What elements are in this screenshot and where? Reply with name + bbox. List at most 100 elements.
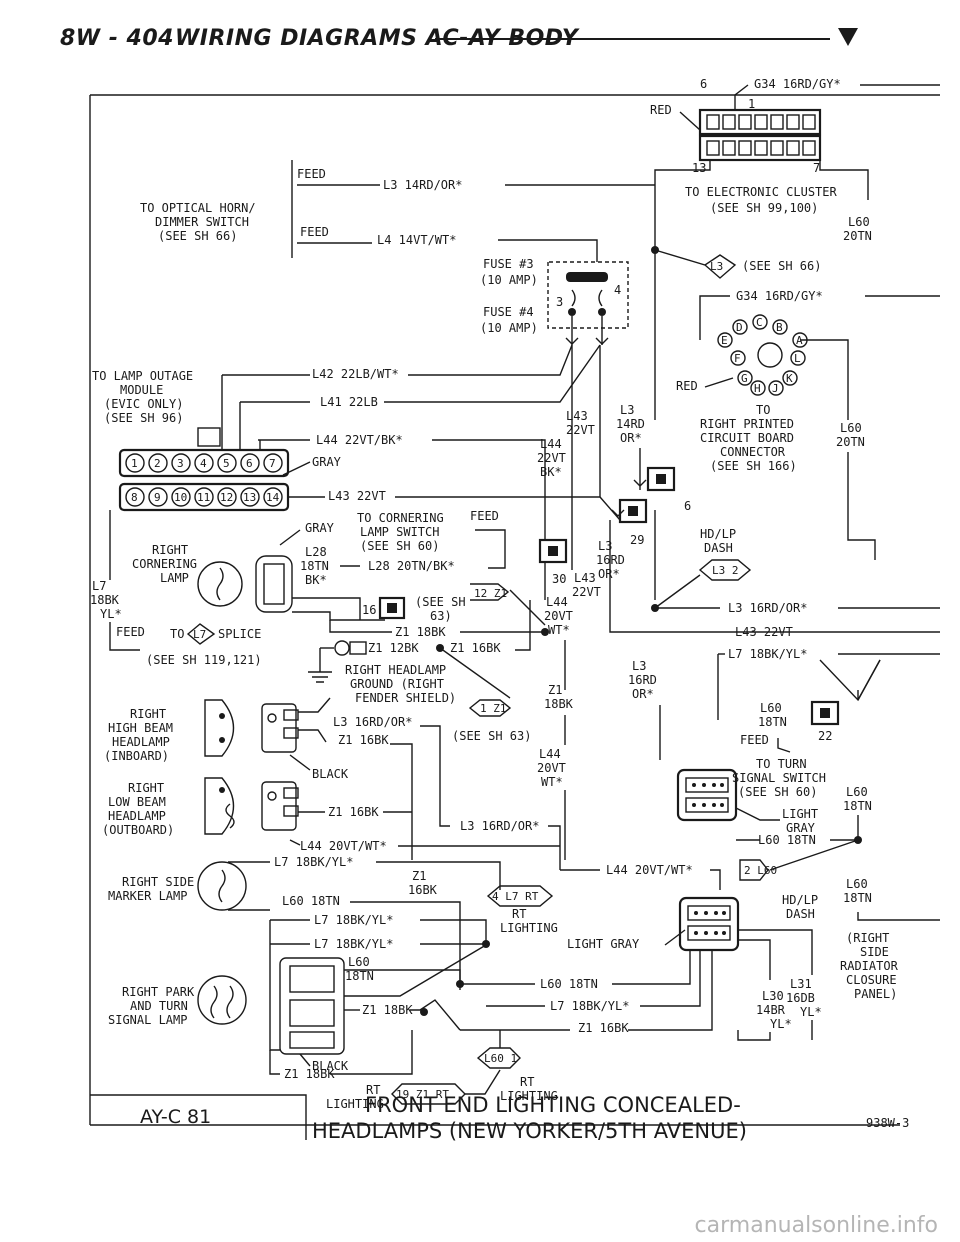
wire-label: L7 18BK/YL* — [728, 647, 807, 661]
label: TO ELECTRONIC CLUSTER — [685, 185, 837, 199]
wire-label: L3 14RD/OR* — [383, 178, 462, 192]
svg-text:BK*: BK* — [540, 465, 562, 479]
callout-label: 12 Z1 — [474, 587, 507, 600]
label: MODULE — [120, 383, 163, 397]
wire — [777, 738, 791, 753]
wire-label: LIGHT — [782, 807, 818, 821]
pin-label: 3 — [556, 295, 563, 309]
svg-text:B: B — [776, 321, 783, 334]
wire-label: Z1 16BK — [328, 805, 379, 819]
wire-label: L3 16RD/OR* — [728, 601, 807, 615]
callout-shape — [468, 699, 512, 717]
wire — [109, 510, 111, 540]
wire-label: 18BK — [90, 593, 120, 607]
wire-label: L44 20VT/WT* — [606, 863, 693, 877]
svg-text:22VT: 22VT — [566, 423, 595, 437]
ground-section: Z1 12BK Z1 16BK RIGHT HEADLAMP GROUND (R… — [308, 600, 661, 860]
callout-shape — [739, 859, 769, 881]
wire — [330, 1030, 413, 1075]
wire — [344, 969, 461, 984]
svg-text:F: F — [734, 352, 741, 365]
turn-signal-section: L60 18TN 22 FEED TO TURN SIGNAL SWITCH (… — [676, 659, 881, 847]
wire — [509, 589, 546, 626]
wire-label: L60 18TN — [282, 894, 340, 908]
svg-text:L60: L60 — [348, 955, 370, 969]
wire — [384, 344, 601, 403]
svg-text:YL*: YL* — [800, 1005, 822, 1019]
svg-text:Z1: Z1 — [412, 869, 426, 883]
svg-text:14: 14 — [266, 491, 280, 504]
wire-label: G34 16RD/GY* — [736, 289, 823, 303]
wire-label: L7 — [92, 579, 106, 593]
svg-text:18TN: 18TN — [758, 715, 787, 729]
label: (SEE SH 66) — [742, 259, 821, 273]
lamp-outage-module: TO LAMP OUTAGE MODULE (EVIC ONLY) (SEE S… — [92, 344, 621, 540]
l3-callout: L3 (SEE SH 66) — [651, 246, 821, 420]
svg-text:LIGHTING: LIGHTING — [326, 1097, 384, 1111]
page-number: 8W - 404 — [60, 26, 174, 51]
svg-text:L43: L43 — [574, 571, 596, 585]
label: RIGHT PRINTED — [700, 417, 794, 431]
wire — [109, 540, 140, 651]
connector-body — [255, 555, 293, 613]
label: 63) — [430, 609, 452, 623]
label: RADIATOR — [840, 959, 899, 973]
svg-text:L60: L60 — [760, 701, 782, 715]
lamp-filament — [216, 567, 224, 601]
svg-text:RT: RT — [512, 907, 526, 921]
pin-label: 16 — [362, 603, 376, 617]
svg-text:H: H — [754, 382, 761, 395]
svg-text:OR*: OR* — [632, 687, 654, 701]
svg-text:20VT: 20VT — [544, 609, 573, 623]
label: TO LAMP OUTAGE — [92, 369, 193, 383]
cluster-connector: 6 G34 16RD/GY* 1 RED 13 7 TO ELECTRONIC … — [650, 77, 940, 250]
wire — [560, 869, 721, 890]
wire — [460, 950, 713, 1031]
diagram-title-line1: FRONT END LIGHTING CONCEALED- — [365, 1093, 741, 1117]
svg-text:10: 10 — [174, 491, 187, 504]
wire — [664, 929, 686, 946]
wire — [269, 920, 280, 1051]
wire — [640, 950, 701, 1007]
svg-text:12: 12 — [220, 491, 233, 504]
wire-label: L43 22VT — [328, 489, 386, 503]
wire-label: L60 — [840, 421, 862, 435]
svg-text:18BK: 18BK — [544, 697, 574, 711]
label: GROUND (RIGHT — [350, 677, 444, 691]
svg-text:3: 3 — [177, 457, 184, 470]
connector-icon — [618, 498, 648, 524]
connector-body — [698, 134, 822, 162]
pin-label: 30 — [552, 572, 566, 586]
wire-label: FEED — [740, 733, 769, 747]
wire — [857, 659, 881, 840]
wire-label: Z1 18BK — [362, 1003, 413, 1017]
wire-label: BLACK — [312, 1059, 349, 1073]
wire-label: Z1 18BK — [284, 1067, 335, 1081]
lamp-icon — [197, 975, 247, 1025]
frame-line — [89, 95, 900, 1140]
wire — [289, 754, 311, 771]
callout-shape — [654, 249, 737, 279]
wire-label: LIGHT GRAY — [567, 937, 640, 951]
wire — [292, 597, 385, 621]
wire-label: L7 18BK/YL* — [314, 937, 393, 951]
label: SIDE — [860, 945, 889, 959]
center-right-labels: L3 16RD OR* HD/LP DASH L3 2 L43 22VT L44… — [544, 510, 940, 720]
svg-text:L3: L3 — [632, 659, 646, 673]
wire-label: L3 16RD/OR* — [333, 715, 412, 729]
svg-text:L44: L44 — [539, 747, 561, 761]
wire — [289, 839, 301, 846]
wire — [329, 620, 392, 633]
wire — [654, 574, 701, 609]
wire — [734, 84, 940, 110]
svg-text:A: A — [796, 334, 803, 347]
wire — [819, 659, 881, 702]
fuse-element — [566, 272, 608, 282]
pin-label: 7 — [813, 161, 820, 175]
wire — [475, 529, 506, 569]
pin-label: 6 — [684, 499, 691, 513]
fuse-label: FUSE #4 — [483, 305, 534, 319]
label: (RIGHT — [846, 931, 889, 945]
fuse-block: FUSE #3 (10 AMP) FUSE #4 (10 AMP) 3 4 — [480, 257, 629, 345]
